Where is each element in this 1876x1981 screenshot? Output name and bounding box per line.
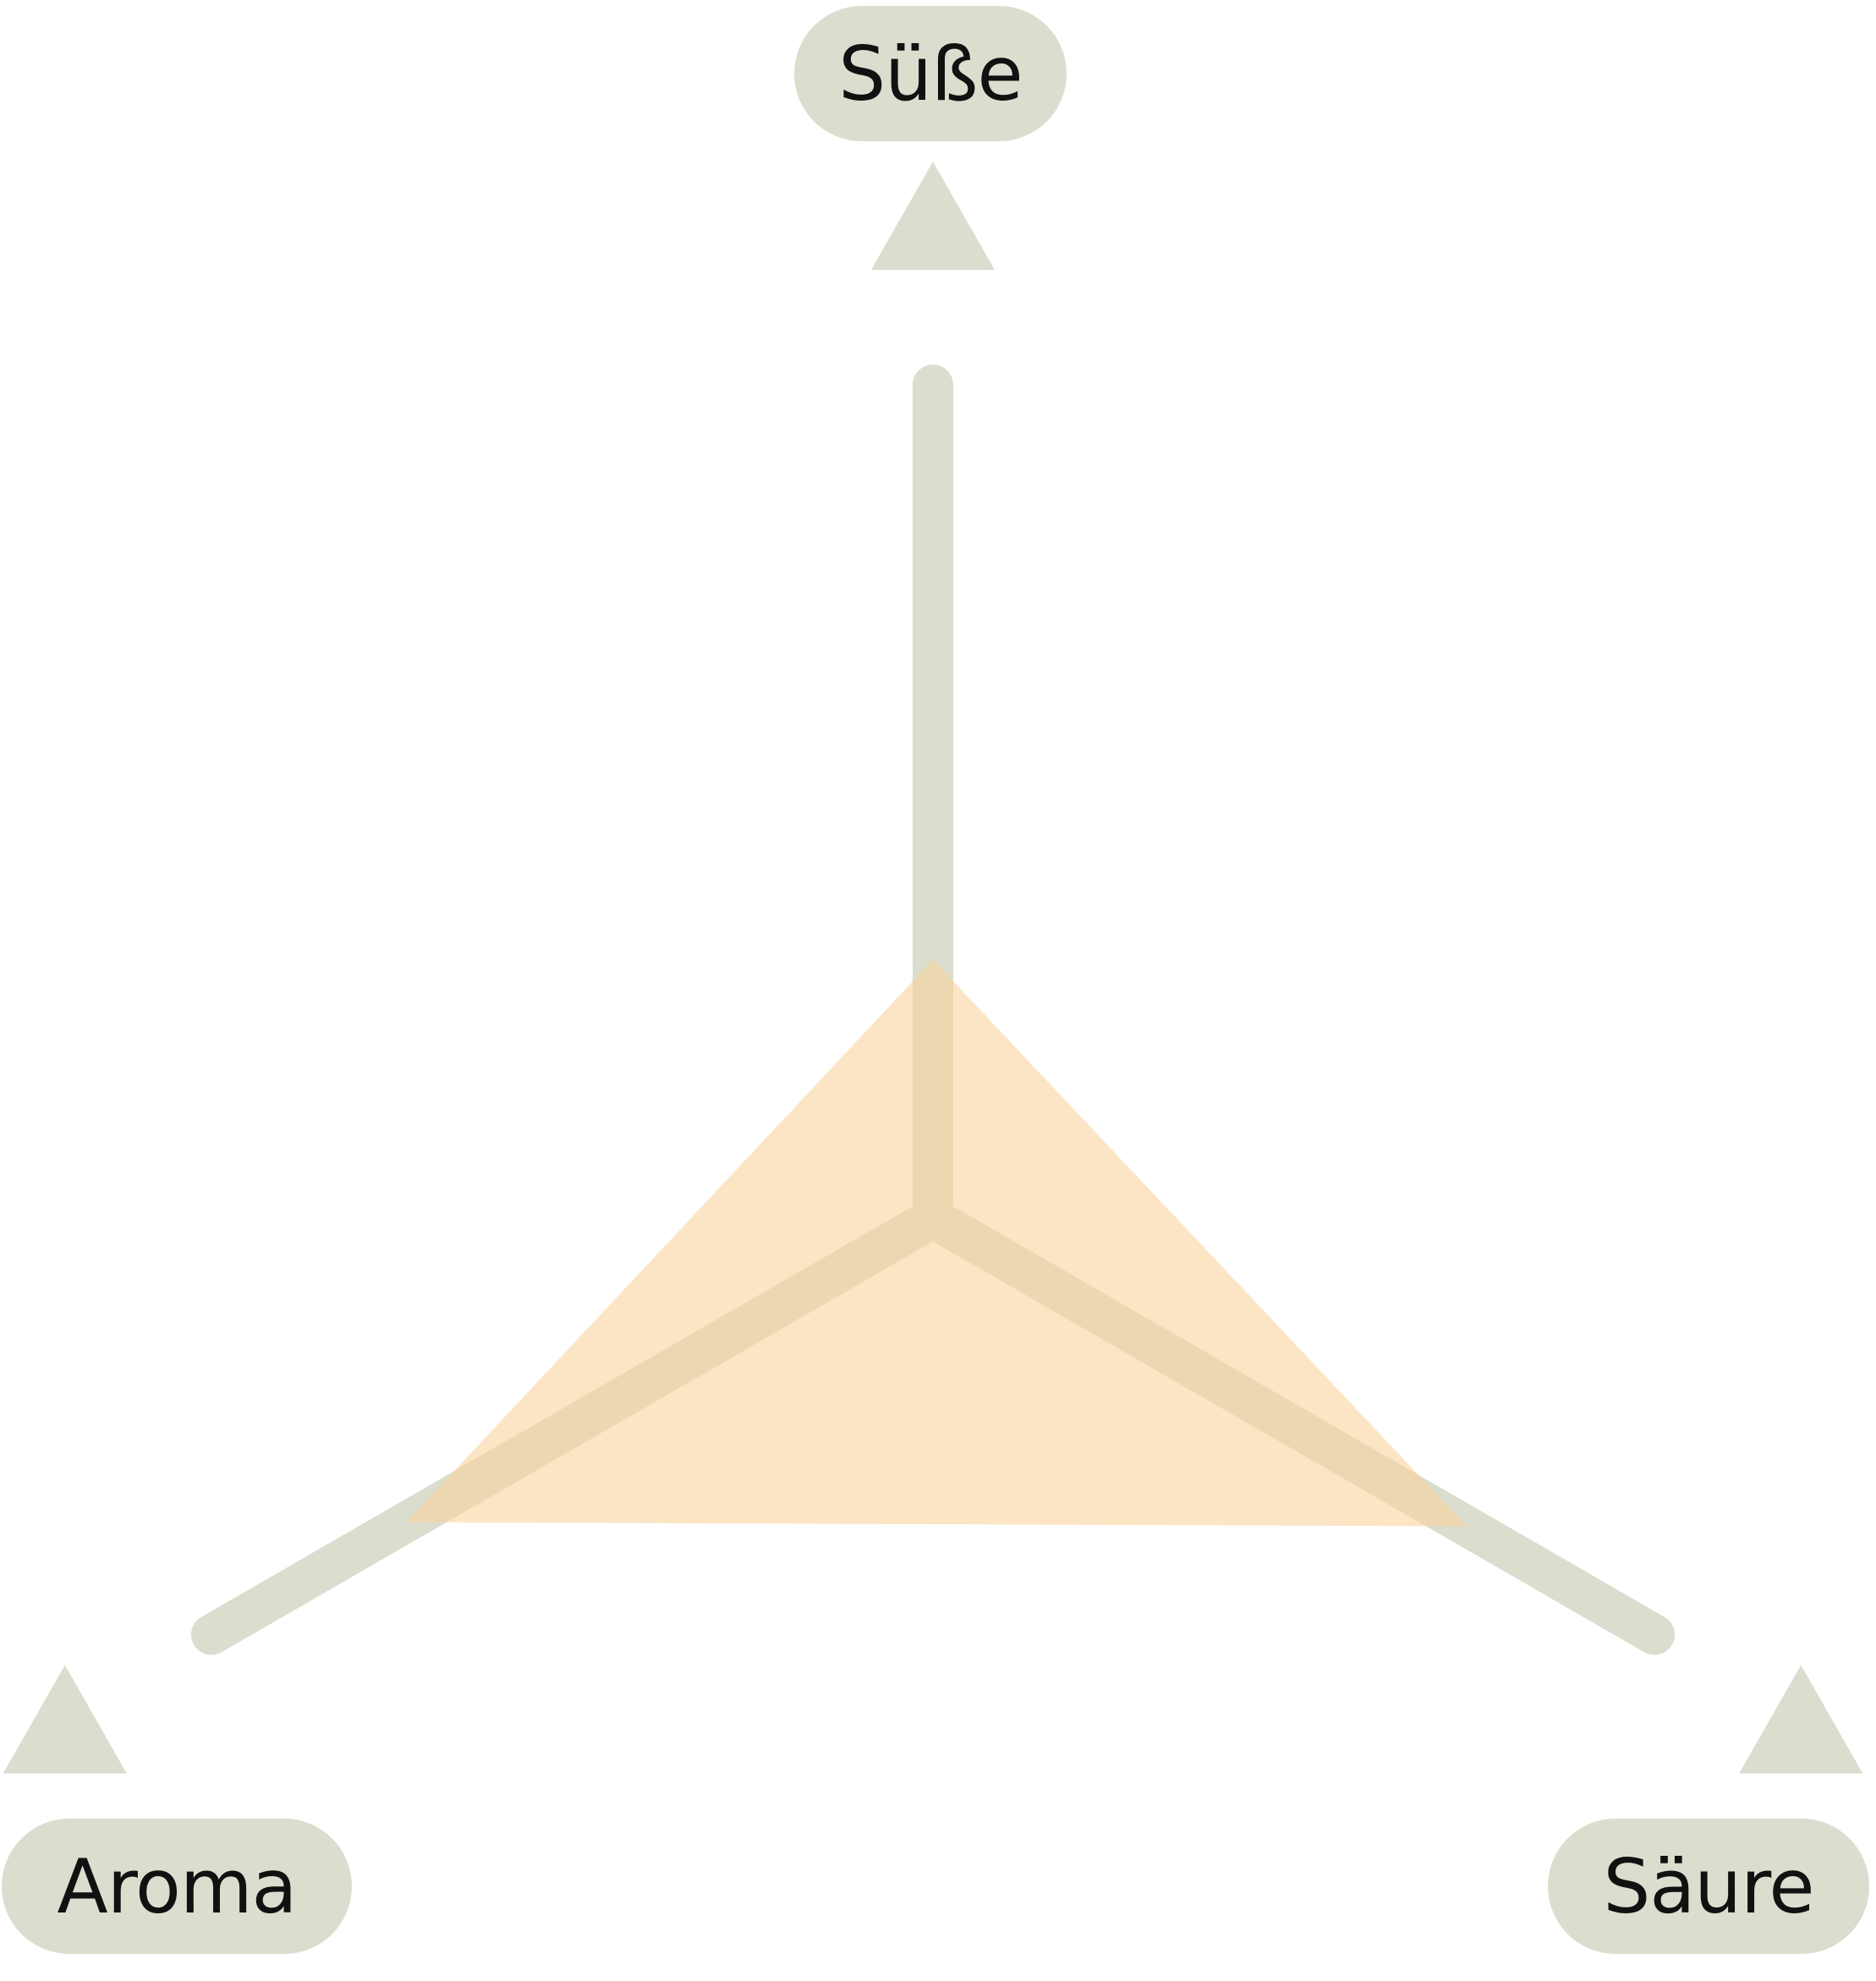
arrow-suesse xyxy=(871,162,995,270)
arrow-aroma xyxy=(3,1665,127,1774)
series-area xyxy=(406,959,1467,1527)
axis-label-aroma: Aroma xyxy=(2,1819,352,1954)
axis-label-suesse: Süße xyxy=(794,6,1067,141)
series-layer xyxy=(406,959,1467,1527)
axis-arrows xyxy=(3,162,1863,1774)
axis-label-saeure: Säure xyxy=(1548,1819,1869,1954)
arrow-saeure xyxy=(1739,1665,1863,1774)
